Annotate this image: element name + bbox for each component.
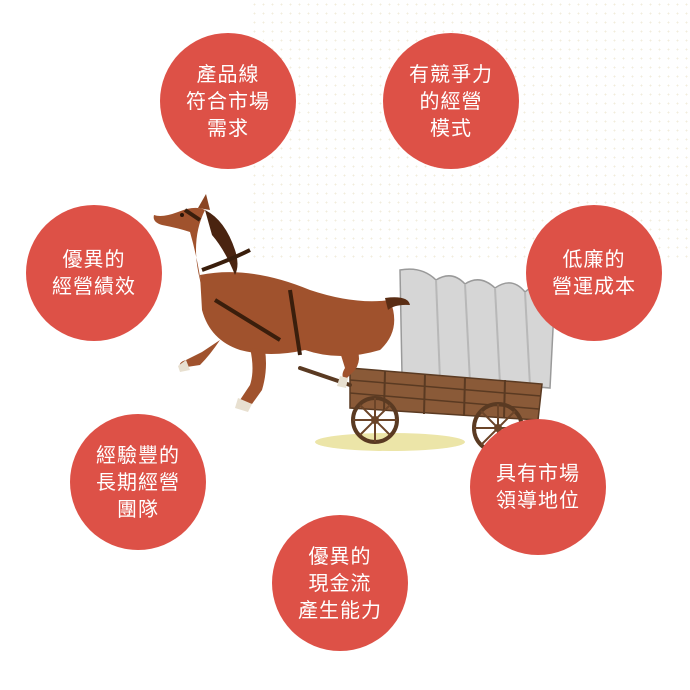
node-competitive-model-label: 有競爭力 的經營 模式 [409, 61, 493, 140]
ground-shadow [315, 433, 465, 451]
node-competitive-model: 有競爭力 的經營 模式 [383, 33, 519, 169]
node-product-market-fit: 產品線 符合市場 需求 [160, 33, 296, 169]
node-product-market-fit-label: 產品線 符合市場 需求 [186, 61, 270, 140]
wagon-wheel-front [351, 396, 399, 444]
horse-wagon-illustration [153, 194, 556, 454]
node-experienced-team: 經驗豐的 長期經營 團隊 [70, 414, 206, 550]
node-cash-flow: 優異的 現金流 產生能力 [272, 515, 408, 651]
node-low-cost: 低廉的 營運成本 [526, 205, 662, 341]
node-market-leader: 具有市場 領導地位 [470, 419, 606, 555]
node-experienced-team-label: 經驗豐的 長期經營 團隊 [96, 442, 180, 521]
node-cash-flow-label: 優異的 現金流 產生能力 [298, 543, 382, 622]
node-low-cost-label: 低廉的 營運成本 [552, 247, 636, 298]
node-performance-label: 優異的 經營績效 [52, 247, 136, 298]
node-market-leader-label: 具有市場 領導地位 [496, 461, 580, 512]
node-performance: 優異的 經營績效 [26, 205, 162, 341]
wagon-cover [399, 268, 556, 389]
horse [153, 194, 410, 412]
